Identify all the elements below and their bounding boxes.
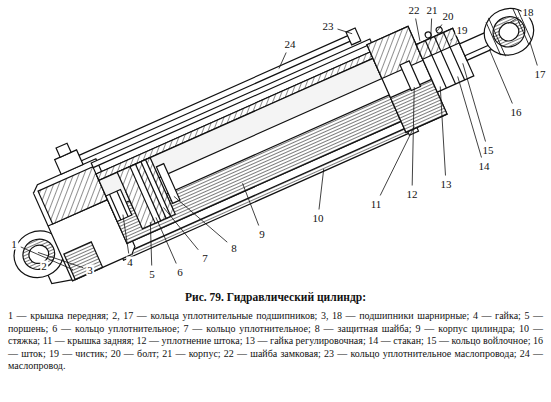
gland-housing bbox=[416, 28, 474, 92]
callout-number: 14 bbox=[478, 161, 491, 172]
leader-line bbox=[123, 215, 129, 254]
callout-number: 19 bbox=[456, 25, 469, 36]
key-entry: 4 — гайка; bbox=[473, 310, 525, 321]
callout-number: 24 bbox=[284, 39, 297, 50]
callout-number: 4 bbox=[126, 257, 134, 268]
key-entry: 3, 18 — подшипники шарнирные; bbox=[321, 310, 473, 321]
callout-number: 7 bbox=[201, 253, 209, 264]
parts-key: 1 — крышка передняя; 2, 17 — кольца упло… bbox=[8, 310, 543, 373]
key-entry: 21 — корпус; bbox=[162, 348, 223, 359]
key-entry: 13 — гайка регулировочная; bbox=[245, 335, 368, 346]
callout-number: 18 bbox=[522, 7, 535, 18]
callout-number: 2 bbox=[40, 261, 48, 272]
leader-line bbox=[174, 196, 227, 242]
key-entry: 2, 17 — кольца уплотнительные подшипнико… bbox=[112, 310, 321, 321]
leader-line bbox=[412, 87, 414, 185]
piston bbox=[117, 158, 175, 229]
leader-line bbox=[437, 25, 442, 31]
callout-number: 15 bbox=[482, 145, 495, 156]
callout-number: 23 bbox=[322, 21, 335, 32]
leader-line bbox=[430, 19, 432, 41]
cylinder-assembly bbox=[0, 0, 551, 303]
leader-line bbox=[458, 77, 482, 158]
leader-line bbox=[380, 126, 414, 195]
key-entry: 20 — болт; bbox=[111, 348, 163, 359]
callout-number: 1 bbox=[10, 239, 18, 250]
callout-number: 5 bbox=[148, 269, 156, 280]
key-entry: 6 — кольцо уплотнительное; bbox=[52, 323, 183, 334]
callout-number: 12 bbox=[406, 189, 419, 200]
key-entry: 9 — корпус цилиндра; bbox=[415, 323, 519, 334]
callout-number: 16 bbox=[510, 107, 523, 118]
leader-line bbox=[338, 29, 353, 34]
callout-number: 10 bbox=[312, 213, 325, 224]
key-entry: 22 — шайба замковая; bbox=[224, 348, 324, 359]
key-entry: 19 — чистик; bbox=[49, 348, 111, 359]
leader-line bbox=[150, 222, 151, 265]
cylinder-body bbox=[96, 52, 401, 243]
key-entry: 15 — кольцо войлочное; bbox=[426, 335, 533, 346]
callout-number: 3 bbox=[86, 265, 94, 276]
callout-number: 17 bbox=[534, 69, 547, 80]
leader-line bbox=[164, 207, 199, 249]
washer bbox=[156, 164, 180, 204]
callout-number: 20 bbox=[442, 11, 455, 22]
leader-line bbox=[440, 86, 445, 175]
callout-number: 9 bbox=[258, 229, 266, 240]
leader-line bbox=[416, 19, 420, 41]
leader-line bbox=[463, 63, 486, 141]
leader-line bbox=[243, 183, 259, 225]
leader-line bbox=[489, 49, 512, 103]
leader-line bbox=[530, 42, 537, 65]
callout-number: 22 bbox=[408, 5, 421, 16]
leader-line bbox=[508, 17, 518, 23]
callout-number: 6 bbox=[176, 267, 184, 278]
key-entry: 7 — кольцо уплотнительное; bbox=[183, 323, 314, 334]
key-entry: 14 — стакан; bbox=[368, 335, 426, 346]
callout-number: 11 bbox=[370, 199, 383, 210]
bearing bbox=[18, 234, 59, 274]
leader-line bbox=[450, 38, 452, 40]
key-entry: 11 — крышка задняя; bbox=[43, 335, 137, 346]
callout-number: 21 bbox=[426, 5, 439, 16]
key-entry: 8 — защитная шайба; bbox=[315, 323, 416, 334]
rod-eye bbox=[477, 1, 541, 63]
figure-caption: Рис. 79. Гидравлический цилиндр: bbox=[8, 291, 543, 303]
leader-line bbox=[156, 217, 176, 263]
callout-number: 13 bbox=[440, 179, 453, 190]
leader-line bbox=[319, 169, 324, 210]
rod bbox=[126, 76, 394, 208]
callout-number: 8 bbox=[230, 243, 238, 254]
leader-line bbox=[279, 53, 286, 69]
key-entry: 12 — уплотнение штока; bbox=[137, 335, 245, 346]
key-entry: 23 — кольцо уплотнительное маслопровода; bbox=[324, 348, 520, 359]
key-entry: 1 — крышка передняя; bbox=[8, 310, 112, 321]
